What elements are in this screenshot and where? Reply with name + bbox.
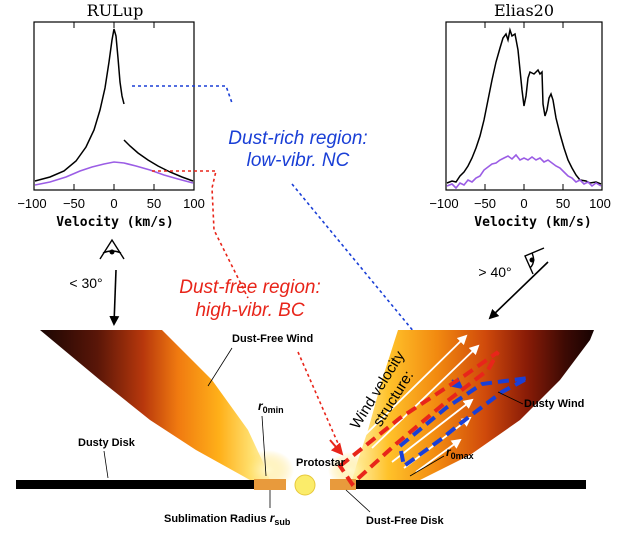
bc-region-arrowhead	[329, 439, 344, 456]
right-angle-label: > 40°	[478, 264, 511, 280]
dust-free-disk-leader	[345, 489, 371, 513]
right-bc-profile	[446, 153, 602, 190]
dusty-wind-label: Dusty Wind	[524, 398, 584, 410]
left-xtick: 50	[147, 196, 161, 211]
left-nc-profile-wing	[123, 139, 194, 182]
right-xlabel: Velocity (km/s)	[474, 215, 591, 230]
left-xtick: 0	[110, 196, 117, 211]
left-view-arrow	[109, 269, 120, 326]
dust-free-wind-leader	[207, 347, 233, 387]
nc-region-outline	[397, 376, 529, 470]
dust-free-disk-zone	[330, 479, 356, 490]
left-nc-profile	[34, 28, 125, 182]
left-xlabel: Velocity (km/s)	[56, 215, 173, 230]
right-xtick: 0	[520, 196, 527, 211]
right-xtick: −50	[474, 196, 496, 211]
r0max-leader	[409, 455, 445, 477]
left-bc-profile	[34, 161, 194, 186]
sublimation-zone	[254, 479, 286, 490]
right-eye-icon	[524, 247, 545, 275]
dust-free-disk-label: Dust-Free Disk	[366, 515, 445, 527]
right-nc-profile	[446, 27, 602, 185]
r0min-leader	[261, 415, 267, 477]
velocity-arrow	[371, 344, 480, 449]
dusty-disk-left	[16, 480, 254, 489]
disk-wind-diagram: Dust-Free Wind r0min Dusty Disk Protosta…	[16, 330, 594, 527]
right-xtick: 50	[556, 196, 570, 211]
right-panel-title: Elias20	[494, 1, 554, 20]
dusty-disk-label: Dusty Disk	[78, 437, 136, 449]
right-xtick: −100	[429, 196, 458, 211]
bc-connector-diagonal	[297, 351, 341, 449]
velocity-arrow	[391, 398, 474, 463]
dust-free-label-line1: Dust-free region:	[179, 277, 321, 298]
protostar	[294, 474, 316, 496]
left-panel-title: RULup	[87, 1, 144, 20]
dust-free-wind-label: Dust-Free Wind	[232, 333, 313, 345]
left-panel-frame	[33, 21, 195, 191]
protostar-label: Protostar	[296, 457, 346, 469]
r0min-label: r0min	[258, 399, 284, 415]
left-xtick: 100	[183, 196, 205, 211]
left-wind-cone	[40, 330, 270, 480]
bc-region-outline	[337, 350, 500, 488]
left-panel-ticks	[33, 22, 195, 190]
r0max-label: r0max	[446, 445, 474, 461]
left-xtick: −50	[63, 196, 85, 211]
dust-rich-label-line2: low-vibr. NC	[247, 150, 350, 171]
right-panel-ticks	[445, 22, 603, 190]
left-angle-label: < 30°	[69, 275, 102, 291]
dusty-disk-leader	[103, 450, 109, 479]
left-eye-icon	[99, 238, 125, 260]
right-profile-panel: Elias20 −100 −50 0 50 100 Velocity (km/s…	[429, 1, 611, 230]
dusty-wind-leader	[497, 391, 524, 405]
left-xtick: −100	[17, 196, 46, 211]
left-profile-panel: RULup −100 −50 0 50 100 Velocity (km/s)	[17, 1, 205, 230]
nc-connector-top	[132, 85, 233, 104]
velocity-arrow	[415, 438, 462, 473]
bc-connector-top	[152, 170, 249, 299]
sublimation-radius-label: Sublimation Radius rsub	[164, 511, 291, 527]
velocity-arrow	[359, 334, 468, 441]
right-view-arrow	[488, 261, 549, 320]
dust-free-label-line2: high-vibr. BC	[195, 300, 304, 321]
dust-rich-label-line1: Dust-rich region:	[228, 128, 367, 149]
right-xtick: 100	[589, 196, 611, 211]
disk-right	[330, 480, 586, 489]
